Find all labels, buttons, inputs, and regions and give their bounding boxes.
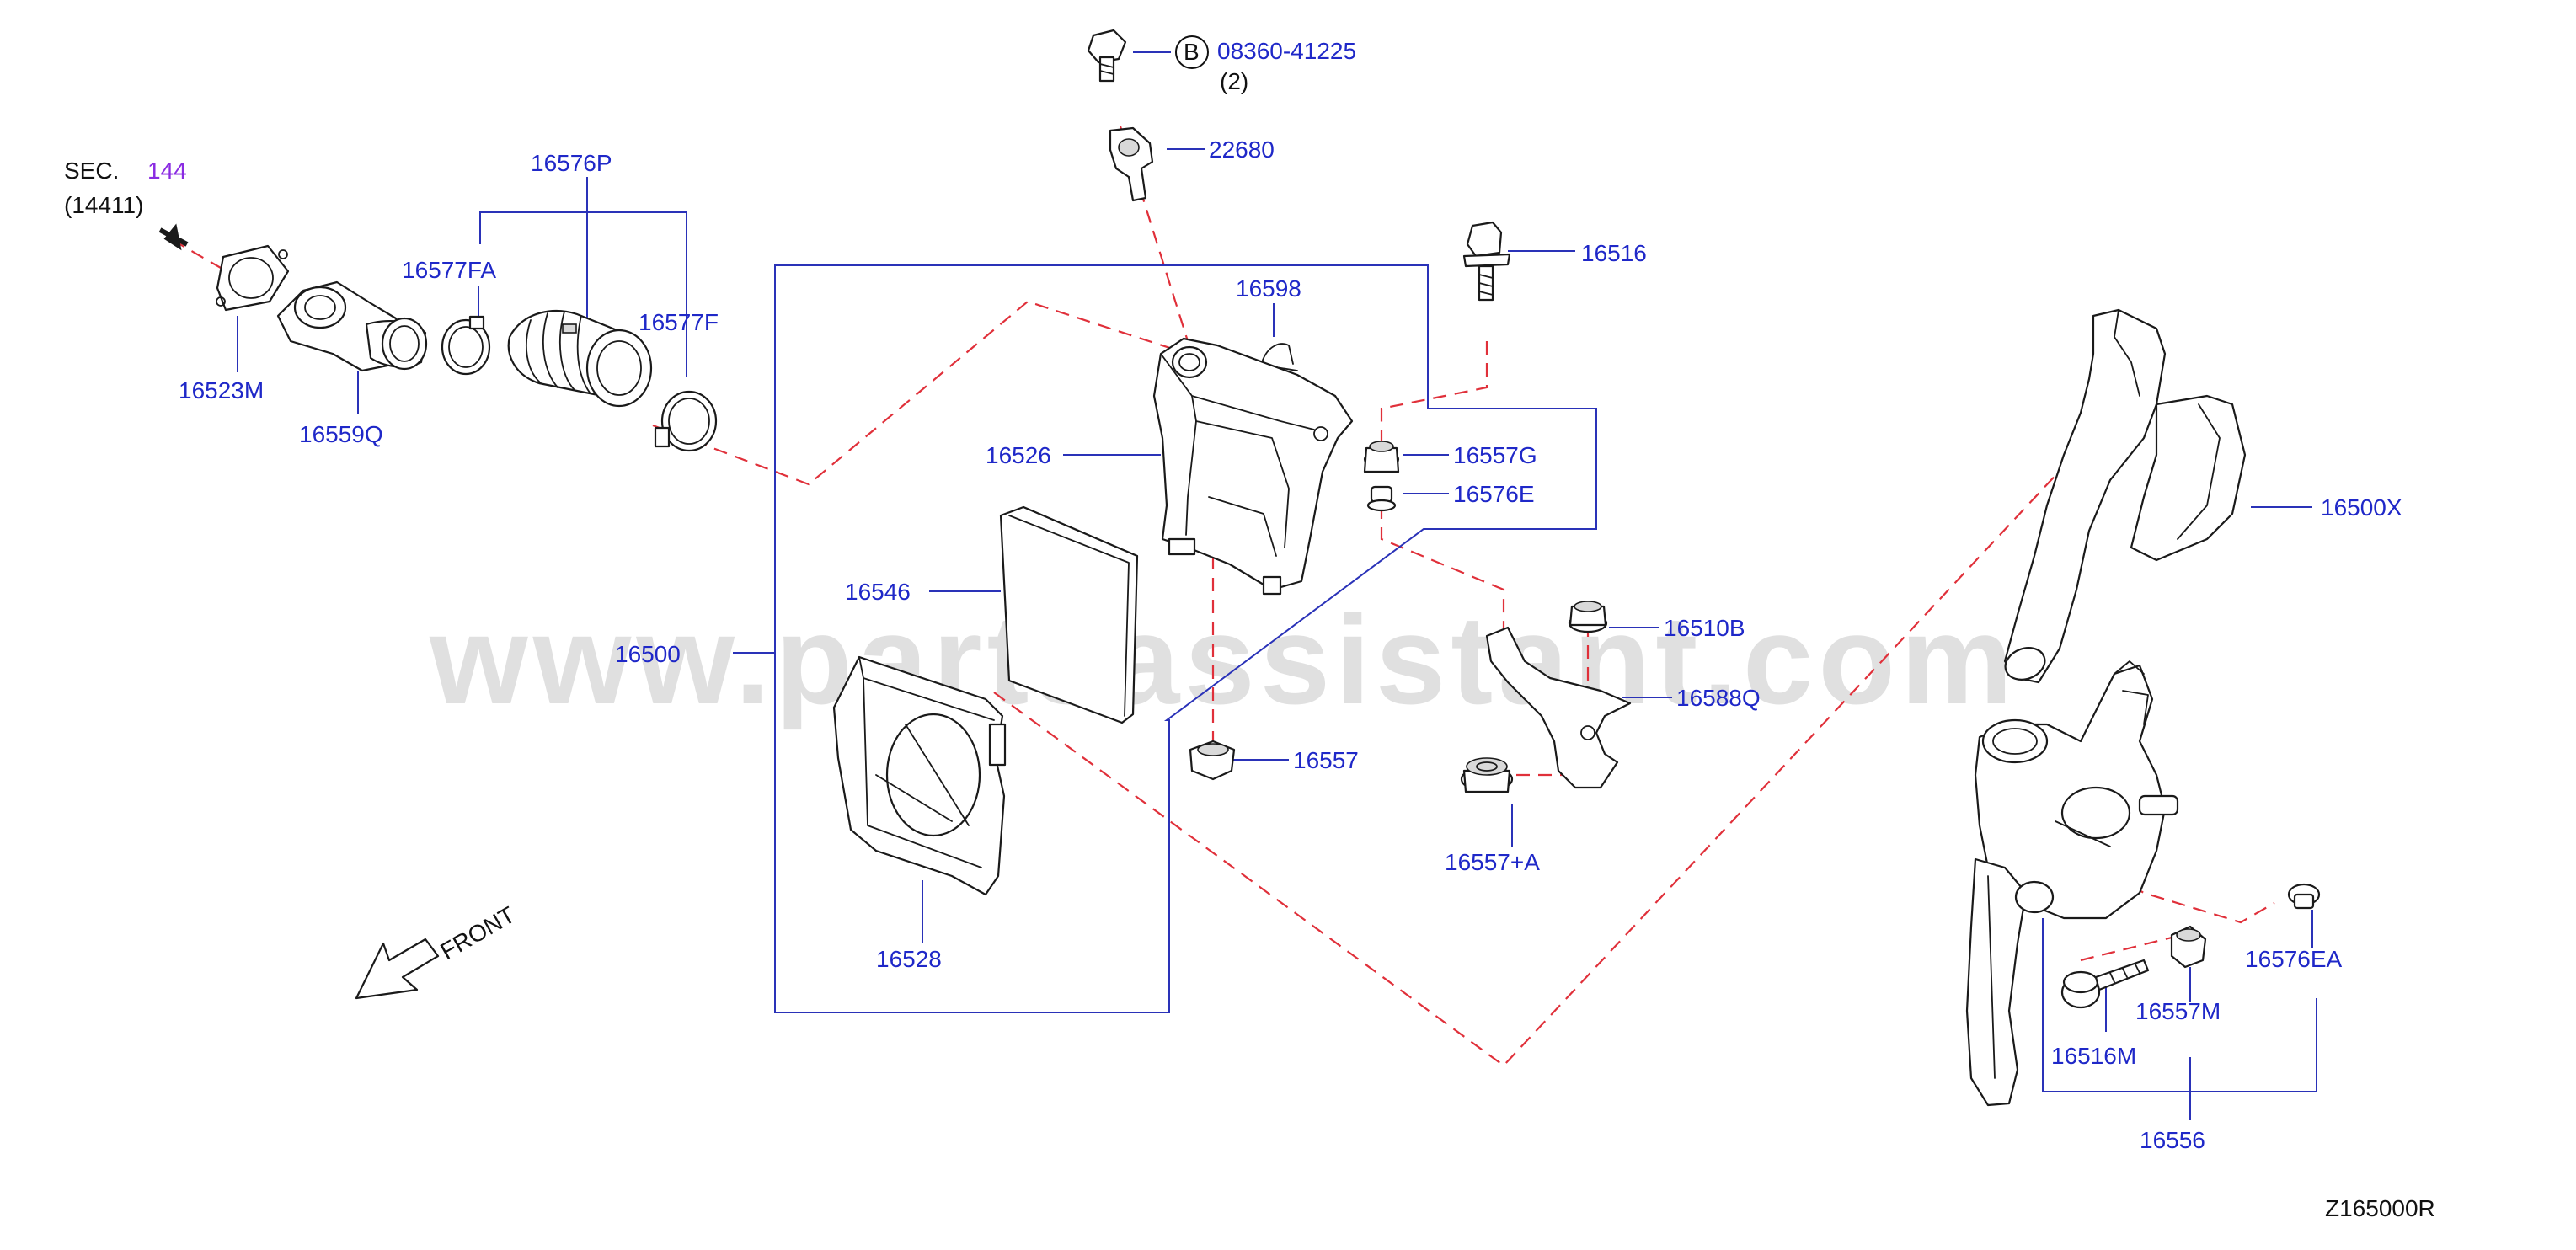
front-label: FRONT xyxy=(436,901,520,964)
assembly-dashed-lines xyxy=(172,126,2275,1067)
bolt-ref-qty: (2) xyxy=(1220,68,1248,94)
bolt-ref-circle xyxy=(1175,35,1209,69)
air-duct-16500x-icon xyxy=(2003,308,2247,684)
diagram-code: Z165000R xyxy=(2325,1195,2435,1221)
part-label-16528[interactable]: 16528 xyxy=(876,946,942,972)
leader-lines xyxy=(237,51,2317,1120)
front-arrow-icon xyxy=(355,938,440,1000)
bolt-08360-icon xyxy=(1087,29,1127,83)
part-label-16526[interactable]: 16526 xyxy=(986,442,1051,468)
part-label-16557g[interactable]: 16557G xyxy=(1453,442,1537,468)
part-label-16576ea[interactable]: 16576EA xyxy=(2245,946,2343,972)
part-label-16576e[interactable]: 16576E xyxy=(1453,481,1535,507)
grommet-16557m-icon xyxy=(2170,925,2207,969)
grommet-16557g-icon xyxy=(1363,441,1400,473)
part-label-16559q[interactable]: 16559Q xyxy=(299,421,383,447)
bracket-16588q-icon xyxy=(1485,626,1632,789)
hose-clamp-16577fa-icon xyxy=(441,315,491,376)
air-cleaner-upper-16526-icon xyxy=(1152,337,1354,596)
grommet-16557-icon xyxy=(1189,740,1236,781)
part-label-16500[interactable]: 16500 xyxy=(615,641,681,667)
labels: SEC. 144 (14411) B 08360-41225 (2) 16576… xyxy=(64,38,2435,1221)
part-label-16557-a[interactable]: 16557+A xyxy=(1445,849,1540,875)
part-label-16576p[interactable]: 16576P xyxy=(531,150,612,176)
part-label-16516m[interactable]: 16516M xyxy=(2051,1043,2136,1069)
collar-16576e-icon xyxy=(1366,485,1397,512)
part-label-16523m[interactable]: 16523M xyxy=(179,377,264,403)
bolt-ref-letter: B xyxy=(1184,39,1200,65)
gasket-16523m-icon xyxy=(216,244,290,312)
part-label-16557m[interactable]: 16557M xyxy=(2135,998,2221,1024)
section-prefix: SEC. xyxy=(64,158,119,184)
part-label-16557[interactable]: 16557 xyxy=(1293,747,1359,773)
part-label-16577f[interactable]: 16577F xyxy=(639,309,719,335)
hose-clamp-16577f-icon xyxy=(654,390,718,452)
collar-16576ea-icon xyxy=(2287,883,2321,910)
part-label-16598[interactable]: 16598 xyxy=(1236,275,1301,302)
section-sub: (14411) xyxy=(64,192,143,218)
air-flow-sensor-22680-icon xyxy=(1109,126,1154,202)
grommet-16510b-icon xyxy=(1568,601,1608,633)
part-label-16588q[interactable]: 16588Q xyxy=(1676,685,1761,711)
part-label-16556[interactable]: 16556 xyxy=(2140,1127,2205,1153)
part-label-16500x[interactable]: 16500X xyxy=(2321,494,2402,521)
air-hose-16576p-icon xyxy=(507,309,653,408)
part-label-22680[interactable]: 22680 xyxy=(1209,136,1275,163)
part-label-16510b[interactable]: 16510B xyxy=(1664,615,1745,641)
air-filter-16546-icon xyxy=(999,505,1139,724)
part-label-16516[interactable]: 16516 xyxy=(1581,240,1647,266)
part-label-08360-41225[interactable]: 08360-41225 xyxy=(1217,38,1356,64)
intake-elbow-16559q-icon xyxy=(276,280,428,372)
part-label-16577fa[interactable]: 16577FA xyxy=(402,257,496,283)
part-label-16546[interactable]: 16546 xyxy=(845,579,911,605)
watermark-text: www.partsassistant.com xyxy=(429,589,2018,730)
resonator-16556-icon xyxy=(1965,660,2179,1107)
bolt-16516-icon xyxy=(1462,221,1511,302)
air-cleaner-lower-16528-icon xyxy=(832,655,1007,896)
grommet-16557a-icon xyxy=(1460,757,1514,793)
bolt-16516m-icon xyxy=(2060,959,2150,1009)
section-arrow-icon xyxy=(158,223,189,251)
section-number-link[interactable]: 144 xyxy=(147,158,187,184)
